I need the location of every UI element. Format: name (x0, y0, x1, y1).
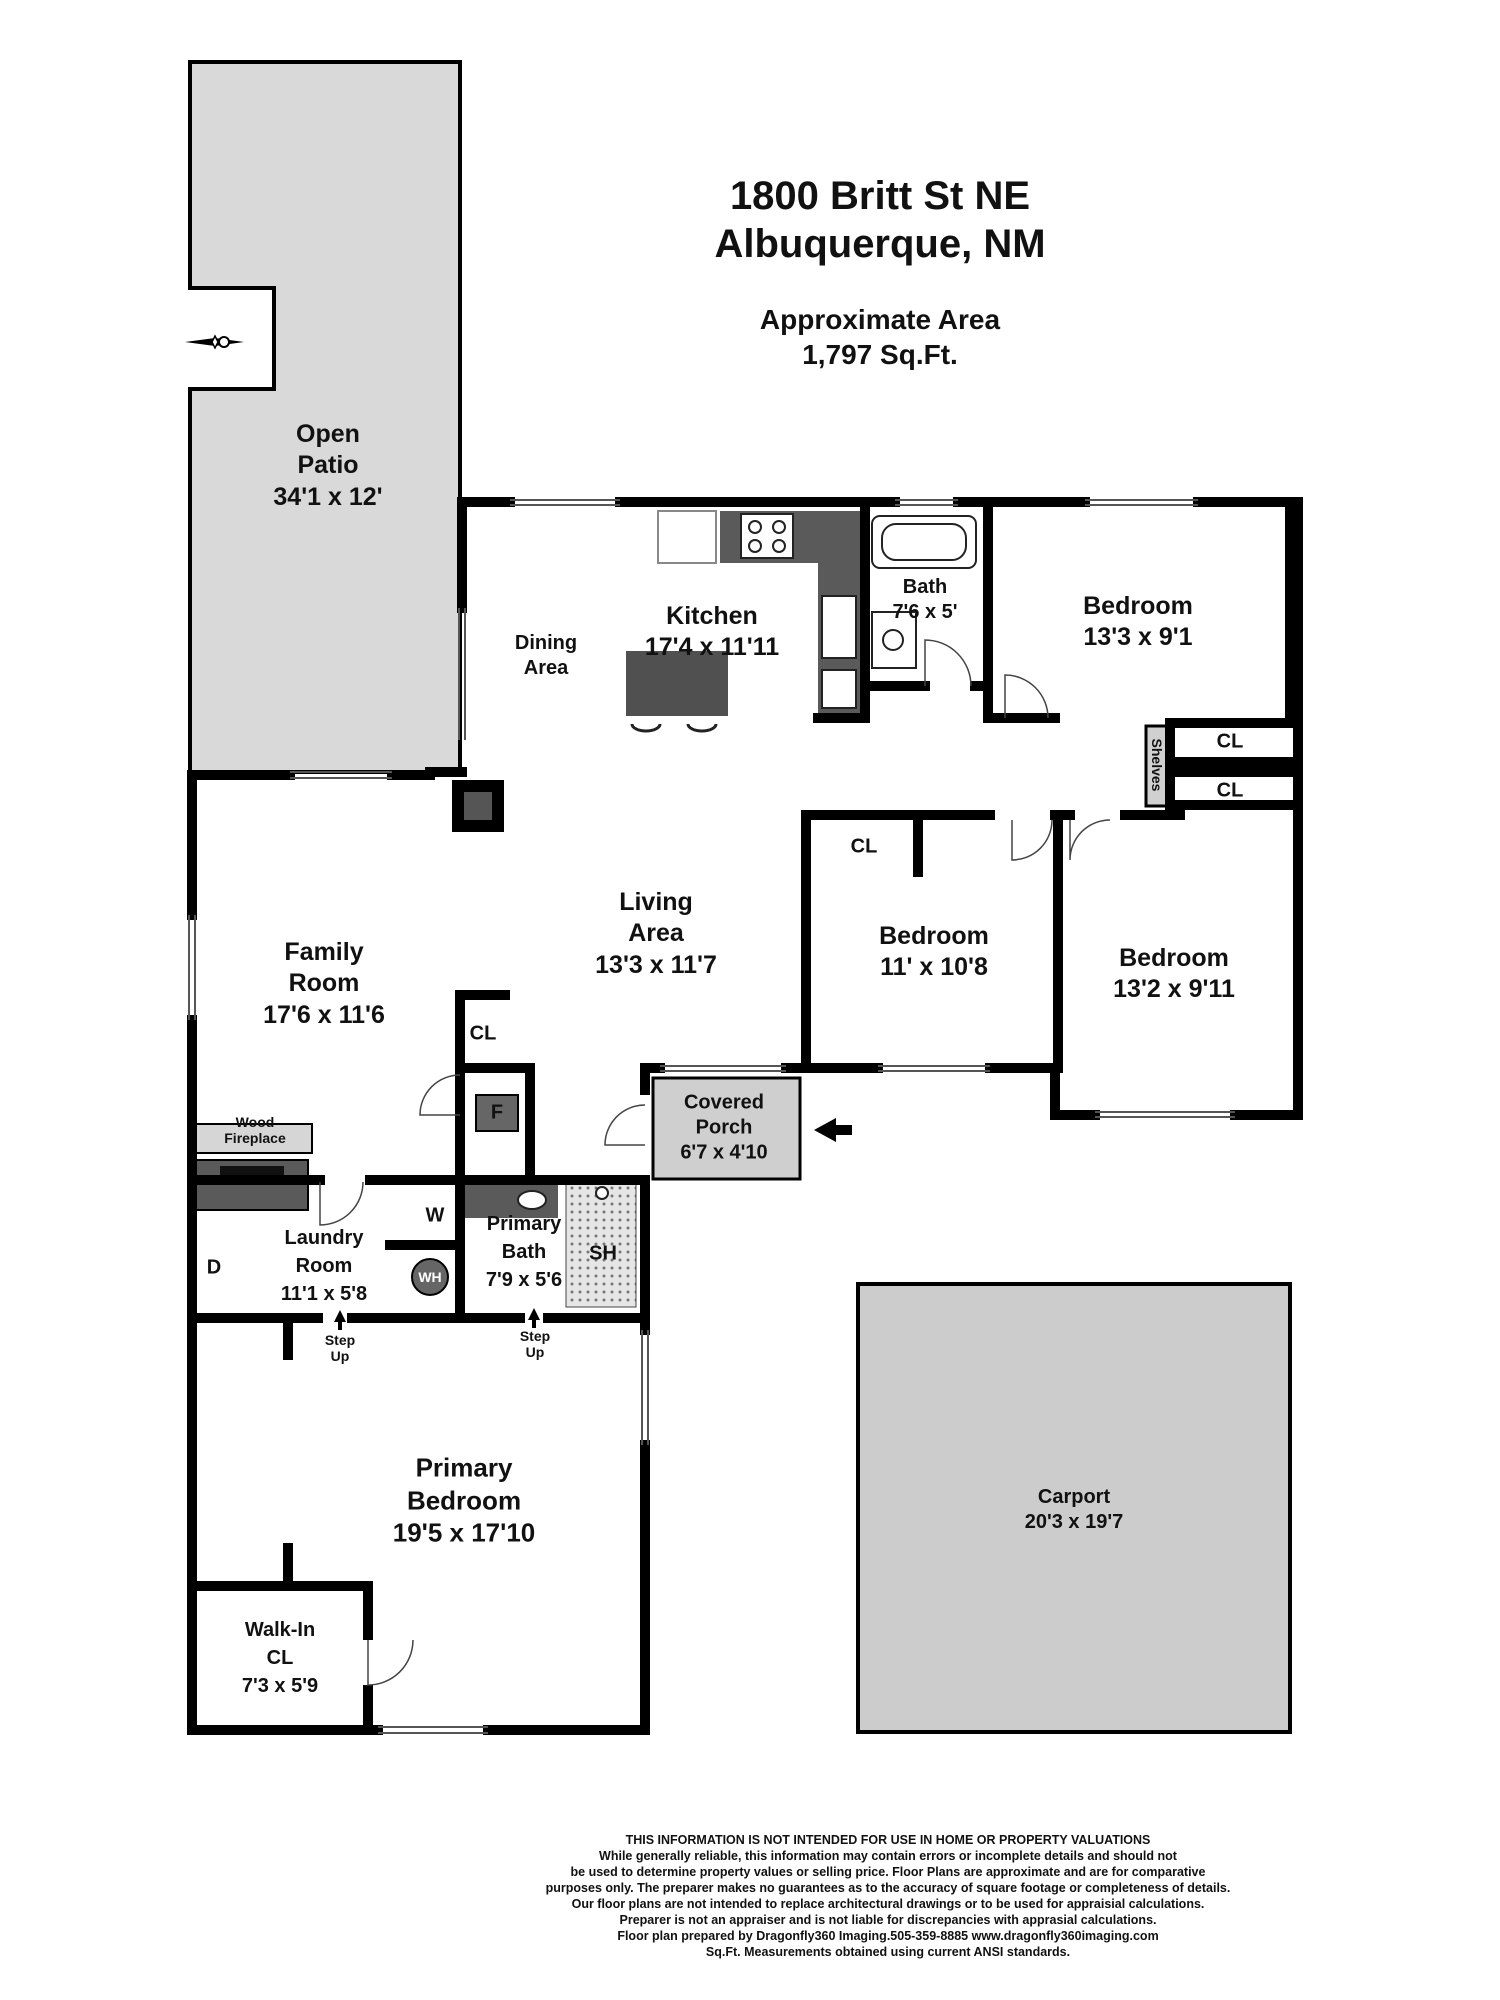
bath-fixtures (871, 515, 977, 669)
entry-arrow-icon (814, 1118, 852, 1142)
shower-tile (565, 1181, 637, 1308)
bar-stools (630, 723, 718, 733)
covered-porch-area (651, 1076, 802, 1181)
shower-label: SH (589, 1242, 617, 1265)
area-value: 1,797 Sq.Ft. (802, 339, 958, 370)
water-heater-label: WH (418, 1268, 442, 1285)
kitchen-cabinets (657, 510, 862, 718)
address-line-2: Albuquerque, NM (714, 222, 1046, 266)
dryer-label: D (206, 1256, 222, 1279)
water-heater-icon (411, 1258, 449, 1296)
windows (188, 499, 1235, 1734)
furnace-label: F (490, 1101, 504, 1124)
doors (319, 639, 1111, 1686)
carport-area (856, 1282, 1292, 1734)
fireplace-hearth (195, 1123, 313, 1154)
step-up-arrow-icon (334, 1310, 346, 1330)
disclaimer-text: THIS INFORMATION IS NOT INTENDED FOR USE… (545, 1833, 1231, 1959)
walls (187, 497, 1303, 1735)
approximate-area: Approximate Area 1,797 Sq.Ft. (760, 302, 1000, 372)
address-line-1: 1800 Britt St NE (729, 174, 1031, 218)
compass-icon (185, 334, 244, 350)
closet-1-label: CL (1216, 730, 1244, 753)
washer-label: W (425, 1204, 445, 1227)
bedroom-mid-closet-label: CL (850, 835, 878, 858)
hall-closet-label: CL (469, 1022, 497, 1045)
furnace-box (475, 1094, 519, 1132)
step-up-arrow-icon (528, 1308, 540, 1328)
area-label: Approximate Area (759, 304, 1001, 335)
closet-2-label: CL (1216, 779, 1244, 802)
kitchen-island (626, 651, 728, 716)
open-patio-area (188, 60, 462, 774)
shelves-label: Shelves (1149, 738, 1166, 792)
property-address: 1800 Britt St NE Albuquerque, NM (714, 172, 1045, 268)
